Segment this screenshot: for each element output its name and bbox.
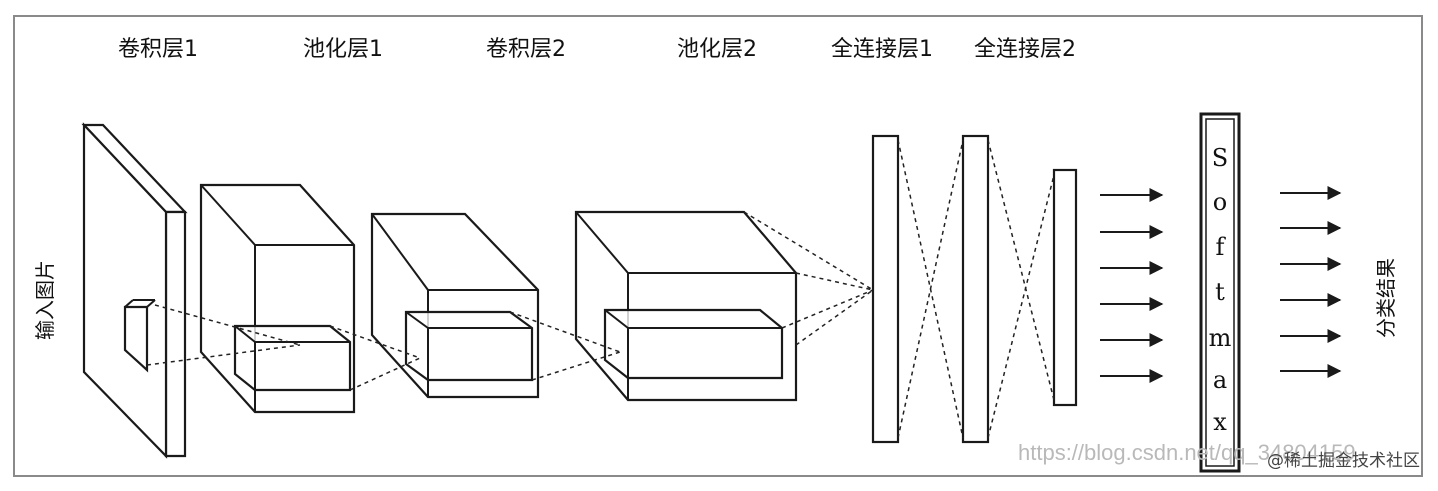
softmax-letter: S xyxy=(1212,144,1228,172)
softmax-letter: m xyxy=(1209,324,1232,352)
label-conv1: 卷积层1 xyxy=(118,37,198,62)
label-pool2: 池化层2 xyxy=(677,37,757,62)
outer-frame xyxy=(13,15,1423,477)
watermark-url: https://blog.csdn.net/qq_34804159 xyxy=(1018,440,1356,465)
cube-pool2 xyxy=(574,210,798,402)
fc-layer-3 xyxy=(1052,168,1078,407)
label-fc2: 全连接层2 xyxy=(974,37,1076,62)
fc-dashed-connections xyxy=(897,139,1055,439)
input-image-plate xyxy=(81,122,188,459)
fc-layer-1 xyxy=(871,134,900,444)
label-pool1: 池化层1 xyxy=(303,37,383,62)
softmax-letter: f xyxy=(1216,233,1227,261)
label-conv2: 卷积层2 xyxy=(486,37,566,62)
watermark-site: @稀土掘金技术社区 xyxy=(1267,451,1420,471)
dashed-connections xyxy=(146,211,874,391)
softmax-letter: a xyxy=(1213,366,1227,394)
cube-conv1 xyxy=(199,183,356,414)
label-fc1: 全连接层1 xyxy=(831,37,933,62)
input-label: 输入图片 xyxy=(33,260,57,340)
softmax-letter: x xyxy=(1213,408,1227,436)
softmax-letter: o xyxy=(1213,188,1227,216)
fc-layer-2 xyxy=(961,134,990,444)
arrows-from-softmax xyxy=(1280,186,1342,378)
cube-conv2 xyxy=(370,212,540,399)
softmax-letter: t xyxy=(1215,278,1225,306)
arrows-to-softmax xyxy=(1100,188,1164,383)
output-label: 分类结果 xyxy=(1374,258,1398,338)
softmax-box: S o f t m a x xyxy=(1199,112,1241,473)
